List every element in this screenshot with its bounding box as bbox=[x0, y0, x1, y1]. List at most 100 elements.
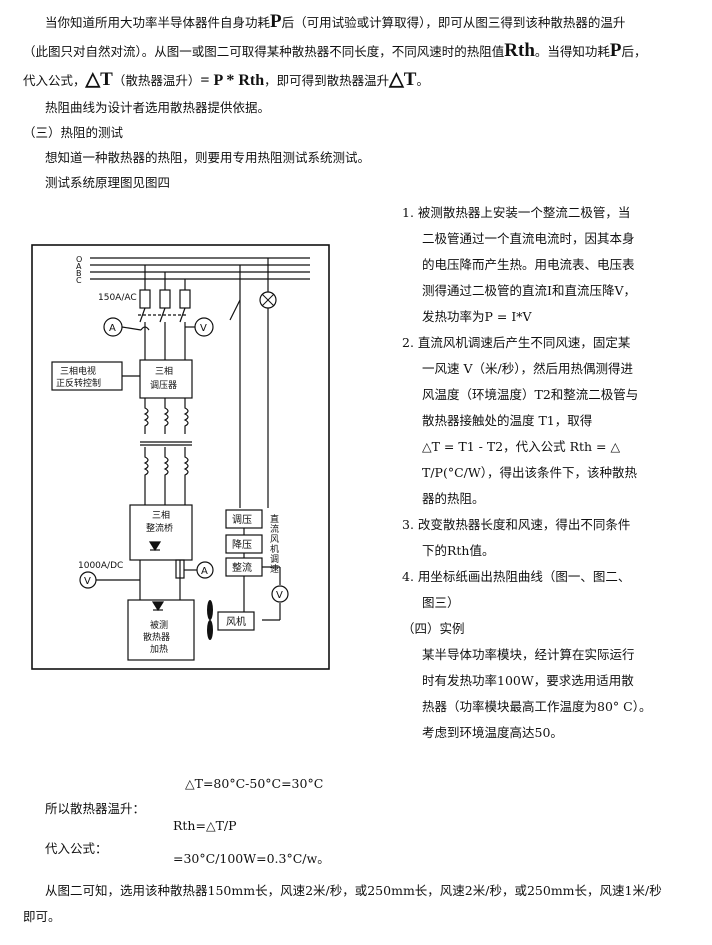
svg-text:A: A bbox=[109, 323, 116, 334]
dut-label: 加热 bbox=[150, 643, 168, 655]
figure-caption: 测试系统原理图见图四 bbox=[45, 175, 171, 190]
step-line: 器的热阻。 bbox=[422, 491, 485, 506]
rectifier-label: 三相 bbox=[152, 509, 170, 521]
voltmeter-icon: V bbox=[194, 317, 214, 337]
svg-text:V: V bbox=[276, 590, 283, 601]
fan-speed-label: 流 bbox=[270, 523, 279, 535]
dut-label: 散热器 bbox=[143, 631, 170, 643]
rectifier-bridge bbox=[129, 504, 193, 561]
conclusion-line-2: 即可。 bbox=[23, 909, 61, 924]
svg-text:V: V bbox=[200, 323, 207, 334]
step-line: T/P(°C/W），得出该条件下，该种散热 bbox=[422, 465, 637, 480]
delta-t-symbol: △T bbox=[389, 69, 417, 90]
fan-box-label: 整流 bbox=[232, 561, 252, 574]
step-line: 的电压降而产生热。用电流表、电压表 bbox=[422, 257, 635, 272]
conclusion-line-1: 从图二可知，选用该种散热器150mm长，风速2米/秒，或250mm长，风速2米/… bbox=[45, 883, 662, 898]
intro-text: 。 bbox=[416, 73, 429, 88]
step-line: 图三） bbox=[422, 595, 460, 610]
step-line: 考虑到环境温度高达50。 bbox=[422, 725, 563, 740]
lamp-icon bbox=[259, 291, 277, 309]
intro-text: 后， bbox=[621, 44, 647, 59]
fan-box-label: 降压 bbox=[232, 538, 252, 551]
step-line: 测得通过二极管的直流I和直流压降V， bbox=[422, 283, 636, 298]
intro-text: 当你知道所用大功率半导体器件自身功耗 bbox=[45, 15, 271, 30]
step-line: 发热功率为P = I*V bbox=[422, 309, 532, 324]
fan-speed-label: 速 bbox=[270, 564, 279, 575]
fan-speed-label: 机 bbox=[270, 543, 279, 555]
step-line: 热器（功率模块最高工作温度为80° C）。 bbox=[422, 699, 652, 714]
step-line: 4. 用坐标纸画出热阻曲线（图一、图二、 bbox=[402, 569, 631, 584]
dc-rating: 1000A/DC bbox=[78, 561, 123, 571]
fuse-icon bbox=[139, 289, 151, 309]
intro-line-6: 想知道一种散热器的热阻，则要用专用热阻测试系统测试。 bbox=[45, 150, 371, 165]
three-phase-regulator bbox=[139, 359, 193, 399]
section-heading-4: （四）实例 bbox=[402, 621, 465, 636]
fuse-icon bbox=[159, 289, 171, 309]
ammeter-icon: A bbox=[103, 317, 123, 337]
fan-label: 风机 bbox=[226, 615, 246, 628]
phase-label-c: C bbox=[76, 276, 82, 285]
fan-speed-label: 直 bbox=[270, 513, 279, 525]
temp-rise-label: 所以散热器温升： bbox=[45, 801, 146, 816]
intro-text: ，即可得到散热器温升 bbox=[264, 73, 390, 88]
step-line: 时有发热功率100W，要求选用适用散 bbox=[422, 673, 634, 688]
intro-text: 。当得知功耗 bbox=[534, 44, 610, 59]
regulator-label: 调压器 bbox=[150, 380, 177, 391]
tv-control-label: 正反转控制 bbox=[56, 377, 101, 389]
breaker-rating: 150A/AC bbox=[98, 293, 137, 303]
step-line: 1. 被测散热器上安装一个整流二极管，当 bbox=[402, 205, 631, 220]
heatsink-under-test bbox=[127, 599, 195, 661]
fan-voltmeter-icon: V bbox=[271, 585, 289, 603]
dc-ammeter-icon: A bbox=[196, 561, 214, 579]
fan-icon bbox=[207, 600, 213, 640]
delta-t-calc: △T=80°C-50°C=30°C bbox=[185, 776, 324, 791]
fan-speed-label: 风 bbox=[270, 534, 279, 545]
fan-box-label: 调压 bbox=[232, 514, 252, 526]
svg-text:A: A bbox=[201, 566, 208, 577]
shunt-icon bbox=[175, 559, 185, 579]
formula: = P * Rth bbox=[200, 72, 265, 89]
power-symbol: P bbox=[609, 40, 622, 61]
intro-text: （此图只对自然对流）。从图一或图二可取得某种散热器不同长度，不同风速时的热阻值 bbox=[23, 44, 505, 59]
fan-speed-label: 调 bbox=[270, 554, 279, 565]
substitute-label: 代入公式： bbox=[45, 841, 108, 856]
phase-label-a: A bbox=[76, 262, 82, 271]
intro-line-3: 代入公式，△T（散热器温升）= P * Rth，即可得到散热器温升△T。 bbox=[23, 69, 429, 90]
step-line: 某半导体功率模块，经计算在实际运行 bbox=[422, 647, 635, 662]
step-line: 3. 改变散热器长度和风速，得出不同条件 bbox=[402, 517, 631, 532]
steps-column: 1. 被测散热器上安装一个整流二极管，当 二极管通过一个直流电流时，因其本身 的… bbox=[402, 200, 651, 746]
step-line: 2. 直流风机调速后产生不同风速，固定某 bbox=[402, 335, 631, 350]
tv-control-label: 三相电视 bbox=[60, 365, 96, 377]
delta-t-symbol: △T bbox=[85, 69, 113, 90]
svg-text:V: V bbox=[84, 576, 91, 587]
phase-label-b: B bbox=[76, 269, 82, 278]
step-line: 二极管通过一个直流电流时，因其本身 bbox=[422, 231, 635, 246]
intro-line-2: （此图只对自然对流）。从图一或图二可取得某种散热器不同长度，不同风速时的热阻值R… bbox=[23, 40, 647, 61]
fan-box bbox=[217, 611, 255, 631]
dut-label: 被测 bbox=[150, 619, 168, 631]
regulator-label: 三相 bbox=[155, 365, 173, 377]
intro-text: （散热器温升） bbox=[112, 73, 201, 88]
rth-formula: Rth=△T/P bbox=[173, 818, 237, 833]
intro-text: 后（可用试验或计算取得），即可从图三得到该种散热器的温升 bbox=[281, 15, 626, 30]
schematic-frame bbox=[31, 244, 330, 670]
step-line: 散热器接触处的温度 T1，取得 bbox=[422, 413, 593, 428]
intro-line-1: 当你知道所用大功率半导体器件自身功耗P后（可用试验或计算取得），即可从图三得到该… bbox=[45, 11, 626, 32]
rectifier-label: 整流桥 bbox=[146, 522, 173, 534]
rth-symbol: Rth bbox=[504, 40, 535, 61]
step-line: 下的Rth值。 bbox=[422, 543, 495, 558]
power-symbol: P bbox=[270, 11, 282, 32]
step-line: △T = T1 - T2，代入公式 Rth = △ bbox=[422, 439, 621, 454]
step-line: 风温度（环境温度）T2和整流二极管与 bbox=[422, 387, 639, 402]
dc-voltmeter-icon: V bbox=[79, 571, 97, 589]
phase-label-o: O bbox=[76, 255, 82, 264]
fuse-icon bbox=[179, 289, 191, 309]
intro-text: 代入公式， bbox=[23, 73, 86, 88]
transformer-secondary bbox=[143, 447, 189, 505]
section-heading-3: （三）热阻的测试 bbox=[23, 125, 124, 140]
transformer-primary bbox=[143, 398, 189, 434]
step-line: 一风速 V（米/秒），然后用热偶测得进 bbox=[422, 361, 633, 376]
rth-result: =30°C/100W=0.3°C/w。 bbox=[173, 851, 330, 866]
intro-line-4: 热阻曲线为设计者选用散热器提供依据。 bbox=[45, 100, 271, 115]
